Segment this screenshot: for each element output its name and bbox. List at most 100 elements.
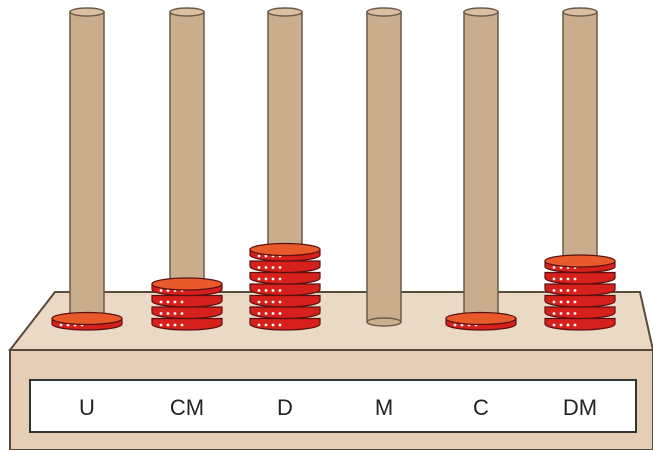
- bead-dot: [264, 312, 268, 315]
- bead-dot: [264, 289, 268, 292]
- bead-dot: [559, 312, 563, 315]
- rod-bottom-cap: [366, 317, 402, 327]
- bead-dot: [552, 300, 556, 304]
- bead: [249, 294, 321, 308]
- bead-dot: [66, 323, 70, 327]
- bead-side: [249, 283, 321, 297]
- rod-label-u: U: [79, 395, 95, 420]
- bead-dot: [257, 300, 261, 304]
- rod-label-cm: CM: [170, 395, 204, 420]
- rod-top-cap: [463, 7, 499, 17]
- bead-dot: [166, 323, 170, 327]
- bead-dot: [573, 323, 577, 327]
- rod-top-cap: [267, 7, 303, 17]
- rod-label-c: C: [473, 395, 489, 420]
- bead-dot: [271, 300, 275, 304]
- bead-dot: [271, 323, 275, 327]
- bead-dot: [573, 300, 577, 304]
- bead-side: [151, 317, 223, 331]
- bead: [544, 294, 616, 308]
- rod-top-cap: [69, 7, 105, 17]
- bead-side: [249, 260, 321, 274]
- bead-dot: [257, 277, 261, 281]
- bead-dot: [166, 312, 170, 315]
- bead: [249, 283, 321, 297]
- rod-body: [366, 11, 402, 323]
- bead-dot: [460, 323, 464, 327]
- bead-top: [51, 311, 123, 326]
- rod-label-m: M: [375, 395, 393, 420]
- bead-top: [445, 311, 517, 326]
- bead: [151, 294, 223, 308]
- bead-dot: [566, 312, 570, 315]
- bead-side: [249, 306, 321, 320]
- bead-dot: [278, 277, 282, 281]
- bead-dot: [552, 266, 556, 269]
- bead: [249, 271, 321, 285]
- bead-dot: [166, 300, 170, 304]
- rod-top-cap: [169, 7, 205, 17]
- bead-dot: [180, 300, 184, 304]
- rod-body: [562, 11, 598, 262]
- bead-dot: [453, 323, 457, 327]
- rods-group: [51, 7, 616, 331]
- bead-dot: [264, 254, 268, 258]
- bead-dot: [573, 289, 577, 292]
- bead-dot: [271, 289, 275, 292]
- bead-dot: [257, 312, 261, 315]
- bead-dot: [257, 323, 261, 327]
- bead: [249, 260, 321, 274]
- bead-side: [544, 283, 616, 297]
- bead-dot: [271, 312, 275, 315]
- bead-dot: [559, 300, 563, 304]
- bead-side: [544, 294, 616, 308]
- bead-dot: [552, 289, 556, 292]
- rod-top-cap: [366, 7, 402, 17]
- bead-top: [249, 242, 321, 257]
- bead: [249, 317, 321, 331]
- bead-dot: [173, 323, 177, 327]
- label-panel: [29, 379, 637, 433]
- bead-dot: [159, 289, 163, 292]
- bead-dot: [257, 254, 261, 258]
- rod-label-dm: DM: [563, 395, 597, 420]
- bead-dot: [159, 312, 163, 315]
- bead-dot: [180, 312, 184, 315]
- bead-side: [249, 271, 321, 285]
- rod-label-d: D: [277, 395, 293, 420]
- bead-dot: [264, 300, 268, 304]
- rod-c: [463, 7, 499, 320]
- bead: [151, 317, 223, 331]
- rod-d: [267, 7, 303, 251]
- bead-dot: [159, 323, 163, 327]
- bead: [544, 317, 616, 331]
- bead-dot: [566, 289, 570, 292]
- bead-dot: [257, 289, 261, 292]
- bead-top: [544, 254, 616, 268]
- bead-dot: [552, 323, 556, 327]
- rod-u: [69, 7, 105, 320]
- bead-dot: [559, 266, 563, 269]
- bead-dot: [552, 312, 556, 315]
- rod-m: [366, 7, 402, 327]
- rod-body: [463, 11, 499, 320]
- bead-dot: [159, 300, 163, 304]
- bead-side: [544, 317, 616, 331]
- bead-dot: [278, 323, 282, 327]
- rod-cm: [169, 7, 205, 285]
- rod-labels: U CM D M C DM: [79, 395, 597, 420]
- bead-dot: [573, 277, 577, 281]
- bead-dot: [59, 323, 63, 327]
- bead-dot: [180, 323, 184, 327]
- bead-dot: [278, 312, 282, 315]
- bead-dot: [264, 266, 268, 269]
- bead-top: [151, 277, 223, 291]
- bead-dot: [264, 323, 268, 327]
- rod-dm: [562, 7, 598, 262]
- bead: [151, 306, 223, 320]
- bead-side: [249, 317, 321, 331]
- bead-dot: [573, 312, 577, 315]
- rod-top-cap: [562, 7, 598, 17]
- bead: [249, 306, 321, 320]
